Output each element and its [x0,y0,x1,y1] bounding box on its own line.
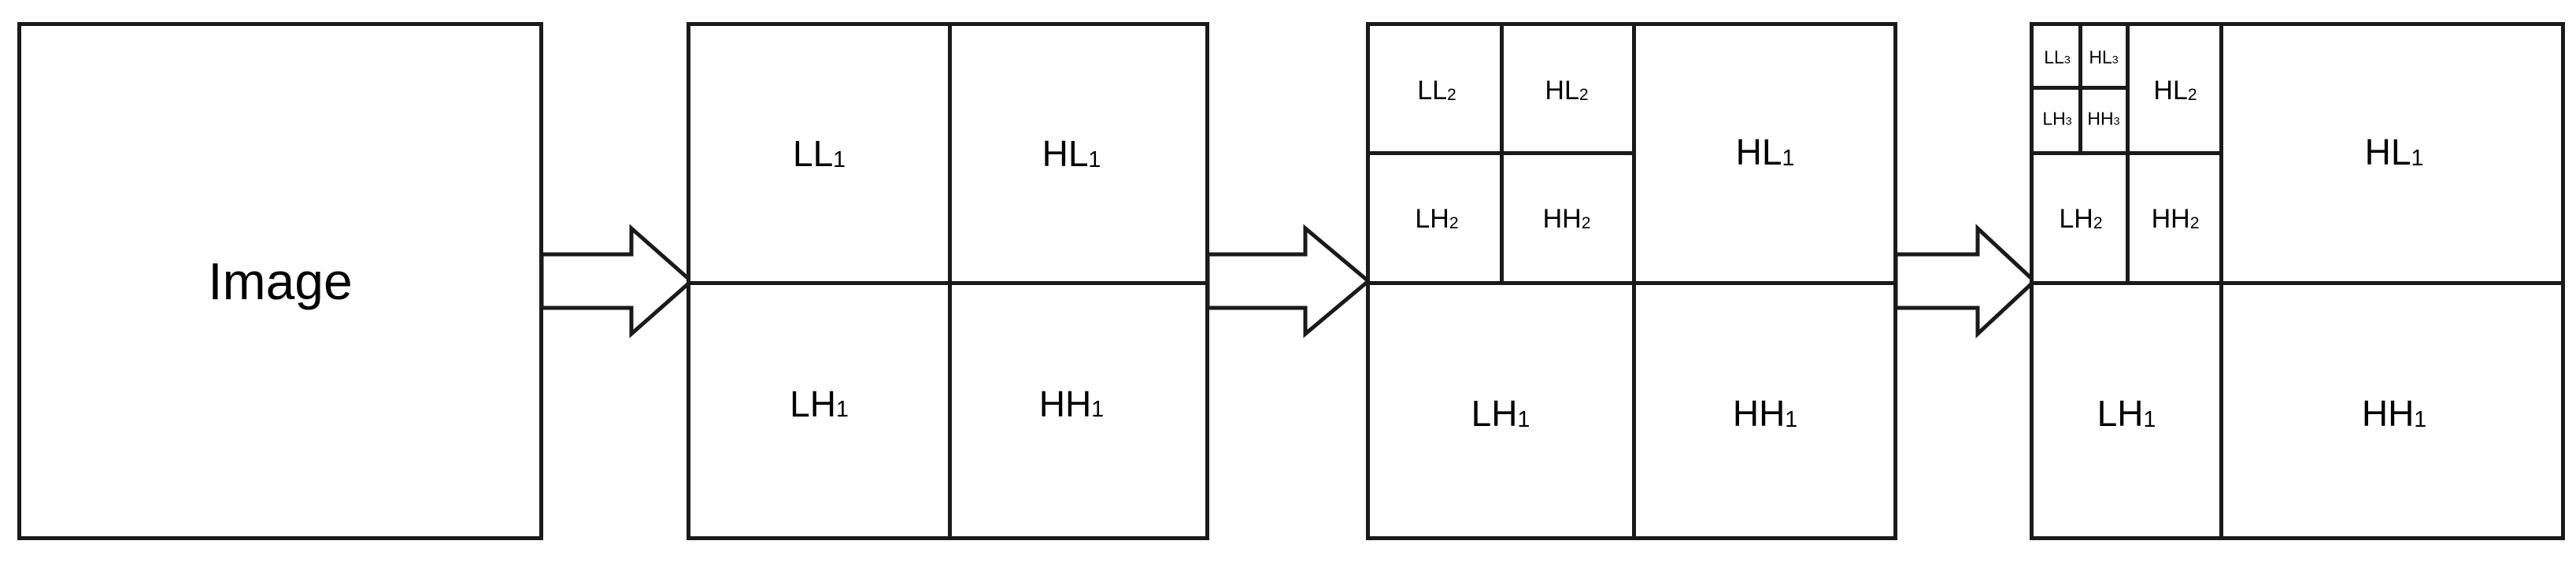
arrow-2-shape [1205,224,1371,339]
level2-horizontal-divider [1366,151,1636,155]
panel-source-image: Image [17,22,543,540]
level2-horizontal-divider [2030,151,2223,155]
arrow-1-shape [539,224,694,339]
arrow-2-level1-to-level2 [1205,224,1371,339]
level3-horizontal-divider [2030,86,2130,90]
arrow-1-source-to-level1 [539,224,694,339]
image-label: Image [208,252,353,310]
level1-horizontal-divider [687,281,1209,285]
level1-horizontal-divider [1366,281,1897,285]
arrow-3-shape [1893,224,2037,339]
level1-horizontal-divider [2030,281,2565,285]
arrow-3-level2-to-level3 [1893,224,2037,339]
